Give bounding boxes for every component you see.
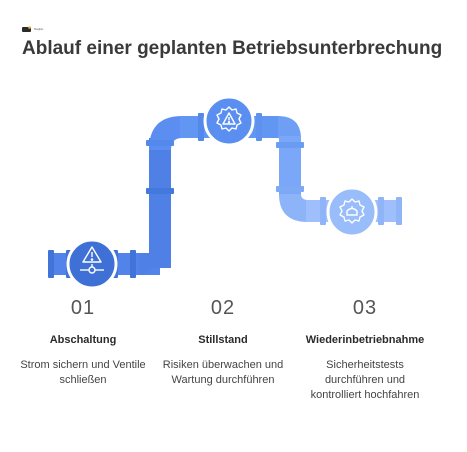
step-number: 02 [210, 297, 236, 319]
step-title: Stillstand [198, 334, 248, 346]
pipe-flange [396, 197, 402, 225]
step-number: 01 [70, 297, 96, 319]
pipe-flange [146, 140, 174, 146]
step-title: Wiederinbetriebnahme [305, 334, 425, 346]
step-title: Abschaltung [49, 334, 117, 346]
step-1: 01 Abschaltung Strom sichern und Ventile… [18, 296, 148, 388]
stage-2-valve [203, 95, 255, 147]
pipe-segment-riser [149, 138, 171, 268]
pipe-elbow-lower [279, 194, 308, 222]
pipe-flange [146, 188, 174, 194]
pipe-flange [130, 250, 136, 278]
step-number: 03 [352, 297, 378, 319]
step-description: Strom sichern und Ventile schließen [20, 359, 146, 386]
pipe-flange [378, 197, 384, 225]
gear-warning-icon [216, 106, 242, 132]
pipe-flange [256, 113, 262, 141]
brand-logo: Napkin [22, 26, 43, 33]
step-3: 03 Wiederinbetriebnahme Sicherheitstests… [300, 296, 430, 403]
step-description: Risiken überwachen und Wartung durchführ… [162, 359, 284, 386]
stage-1-valve [66, 238, 118, 290]
step-description: Sicherheitstests durchführen und kontrol… [310, 359, 420, 401]
gear-restart-icon [339, 198, 365, 224]
napkin-logo-icon [22, 26, 31, 32]
pipe-flange [276, 142, 304, 148]
pipe-flange [276, 186, 304, 192]
stage-3-valve [326, 186, 378, 238]
pipe-flange [48, 250, 54, 278]
logo-text: Napkin [34, 27, 44, 31]
pipe-flange [320, 197, 326, 225]
warning-valve-icon [80, 246, 104, 274]
step-2: 02 Stillstand Risiken überwachen und War… [158, 296, 288, 388]
pipe-elbow-upper-right [278, 116, 301, 139]
pipe-flange [198, 113, 204, 141]
pipe-segment-descender [279, 136, 301, 196]
page-title: Ablauf einer geplanten Betriebsunterbrec… [22, 38, 443, 59]
